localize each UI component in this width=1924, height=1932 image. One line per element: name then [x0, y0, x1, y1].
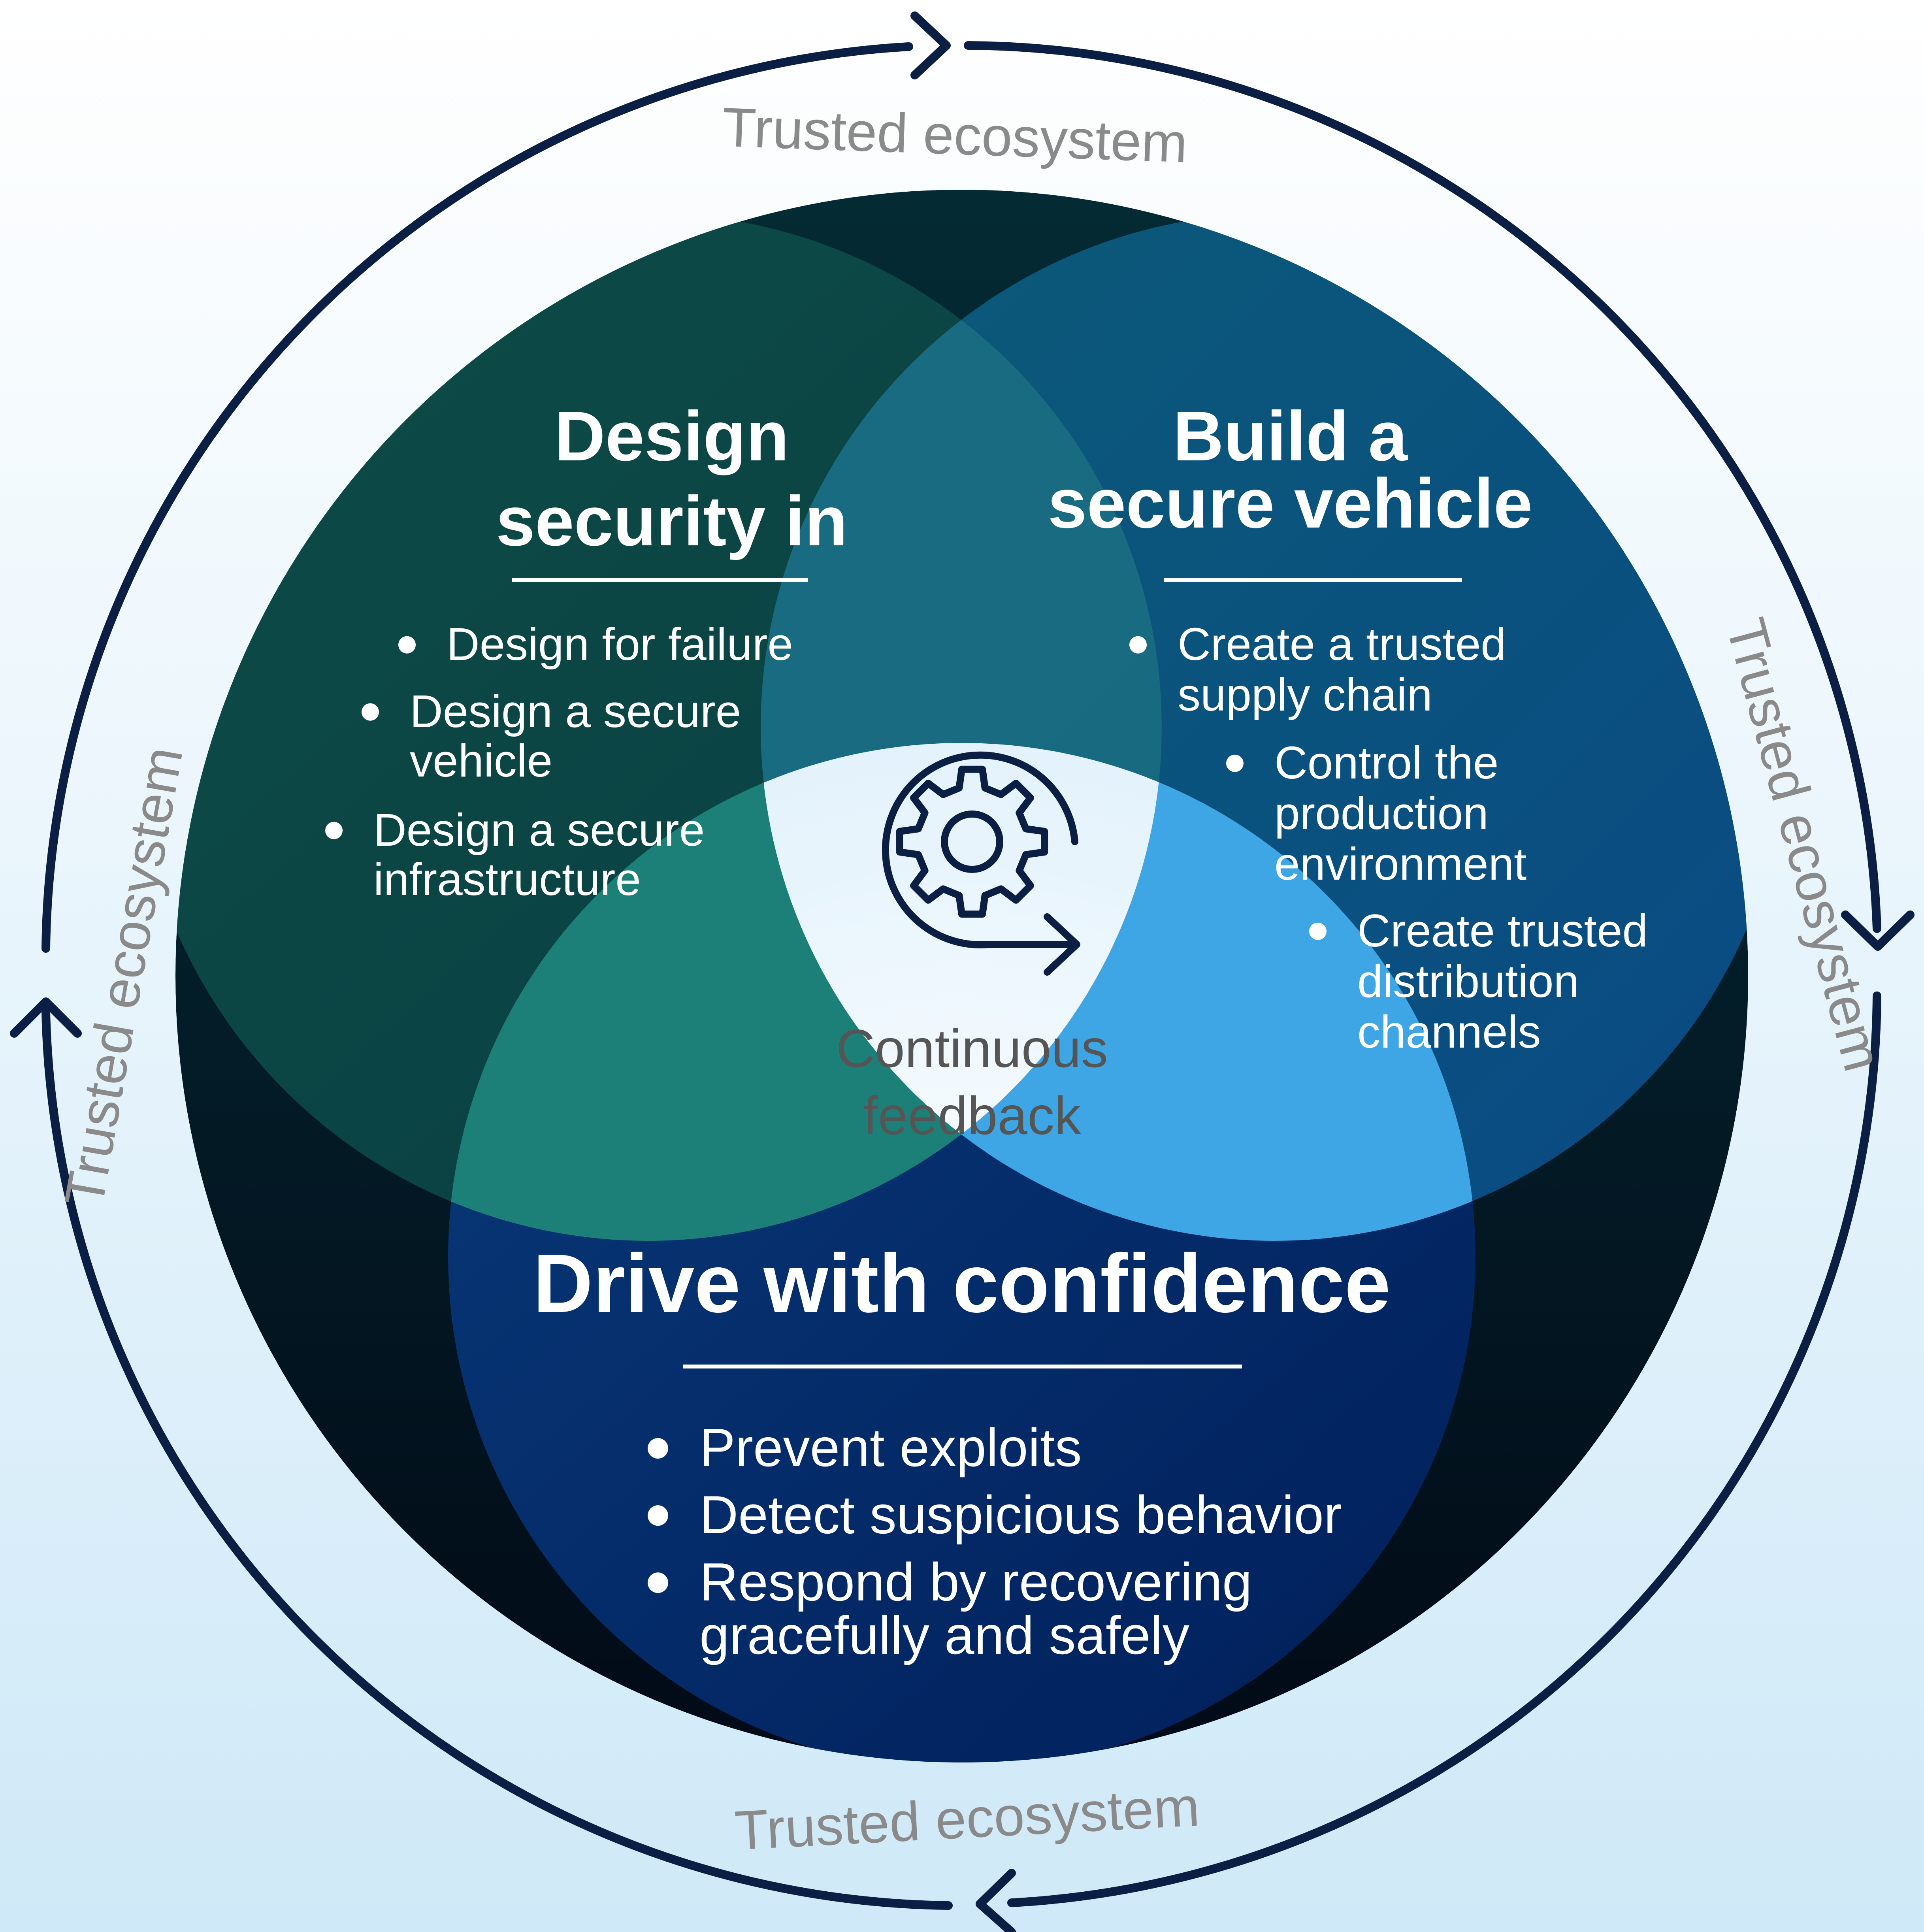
drive-title: Drive with confidence: [533, 1237, 1391, 1330]
drive-section: Drive with confidence Prevent exploitsDe…: [533, 1237, 1391, 1665]
bullet-dot: [1226, 754, 1244, 772]
build-bullet-3-line-1: Create trusted: [1357, 905, 1648, 956]
main-disc: [175, 190, 1748, 1762]
design-title-line1: Design: [554, 397, 789, 475]
arrow-left-icon: [976, 1869, 1016, 1932]
build-section: Build a secure vehicle Create a trusteds…: [1048, 397, 1648, 1057]
build-bullet-2-line-3: environment: [1274, 838, 1526, 890]
bullet-dot: [362, 703, 379, 721]
design-bullet-1-line-1: Design for failure: [447, 618, 793, 670]
ring-arrowheads: [10, 11, 1915, 1932]
drive-bullet-3-line-1: Respond by recovering: [699, 1552, 1252, 1612]
arrow-up-icon: [10, 997, 82, 1038]
drive-divider: [683, 1365, 1242, 1368]
bullet-dot: [1129, 636, 1147, 654]
build-bullet-1-line-2: supply chain: [1178, 669, 1432, 720]
center-section: Continuous feedback: [836, 751, 1108, 1146]
bullet-dot: [648, 1572, 668, 1593]
build-divider: [1164, 578, 1462, 582]
arrow-down-icon: [1841, 910, 1915, 951]
build-bullet-2-line-2: production: [1274, 788, 1489, 839]
design-bullet-3-line-1: Design a secure: [373, 804, 705, 856]
build-title-line1: Build a: [1173, 397, 1408, 475]
bullet-dot: [648, 1505, 668, 1526]
design-bullet-2-line-2: vehicle: [410, 735, 552, 786]
design-bullet-3-line-2: infrastructure: [373, 854, 641, 905]
design-section: Design security in Design for failureDes…: [325, 397, 848, 905]
center-label-line1: Continuous: [836, 1018, 1108, 1078]
bullet-dot: [1309, 922, 1327, 940]
bullet-dot: [398, 636, 416, 654]
drive-bullet-2-line-1: Detect suspicious behavior: [699, 1485, 1342, 1545]
bullet-dot: [325, 822, 343, 839]
build-bullet-3-line-2: distribution: [1357, 956, 1579, 1007]
drive-bullet-3-line-2: gracefully and safely: [699, 1605, 1189, 1665]
drive-bullet-1-line-1: Prevent exploits: [699, 1417, 1082, 1478]
build-title-line2: secure vehicle: [1048, 464, 1532, 543]
design-bullet-2-line-1: Design a secure: [410, 686, 741, 737]
gear-cycle-icon: [882, 751, 1080, 976]
build-bullet-3-line-3: channels: [1357, 1006, 1541, 1057]
design-divider: [512, 578, 808, 582]
outer-ring: [41, 41, 1881, 1910]
bullet-dot: [648, 1438, 668, 1459]
build-bullet-2-line-1: Control the: [1274, 737, 1498, 788]
build-bullet-1-line-1: Create a trusted: [1178, 618, 1506, 670]
design-title-line2: security in: [496, 482, 848, 560]
arrow-right-icon: [910, 11, 951, 79]
center-label-line2: feedback: [863, 1086, 1082, 1146]
